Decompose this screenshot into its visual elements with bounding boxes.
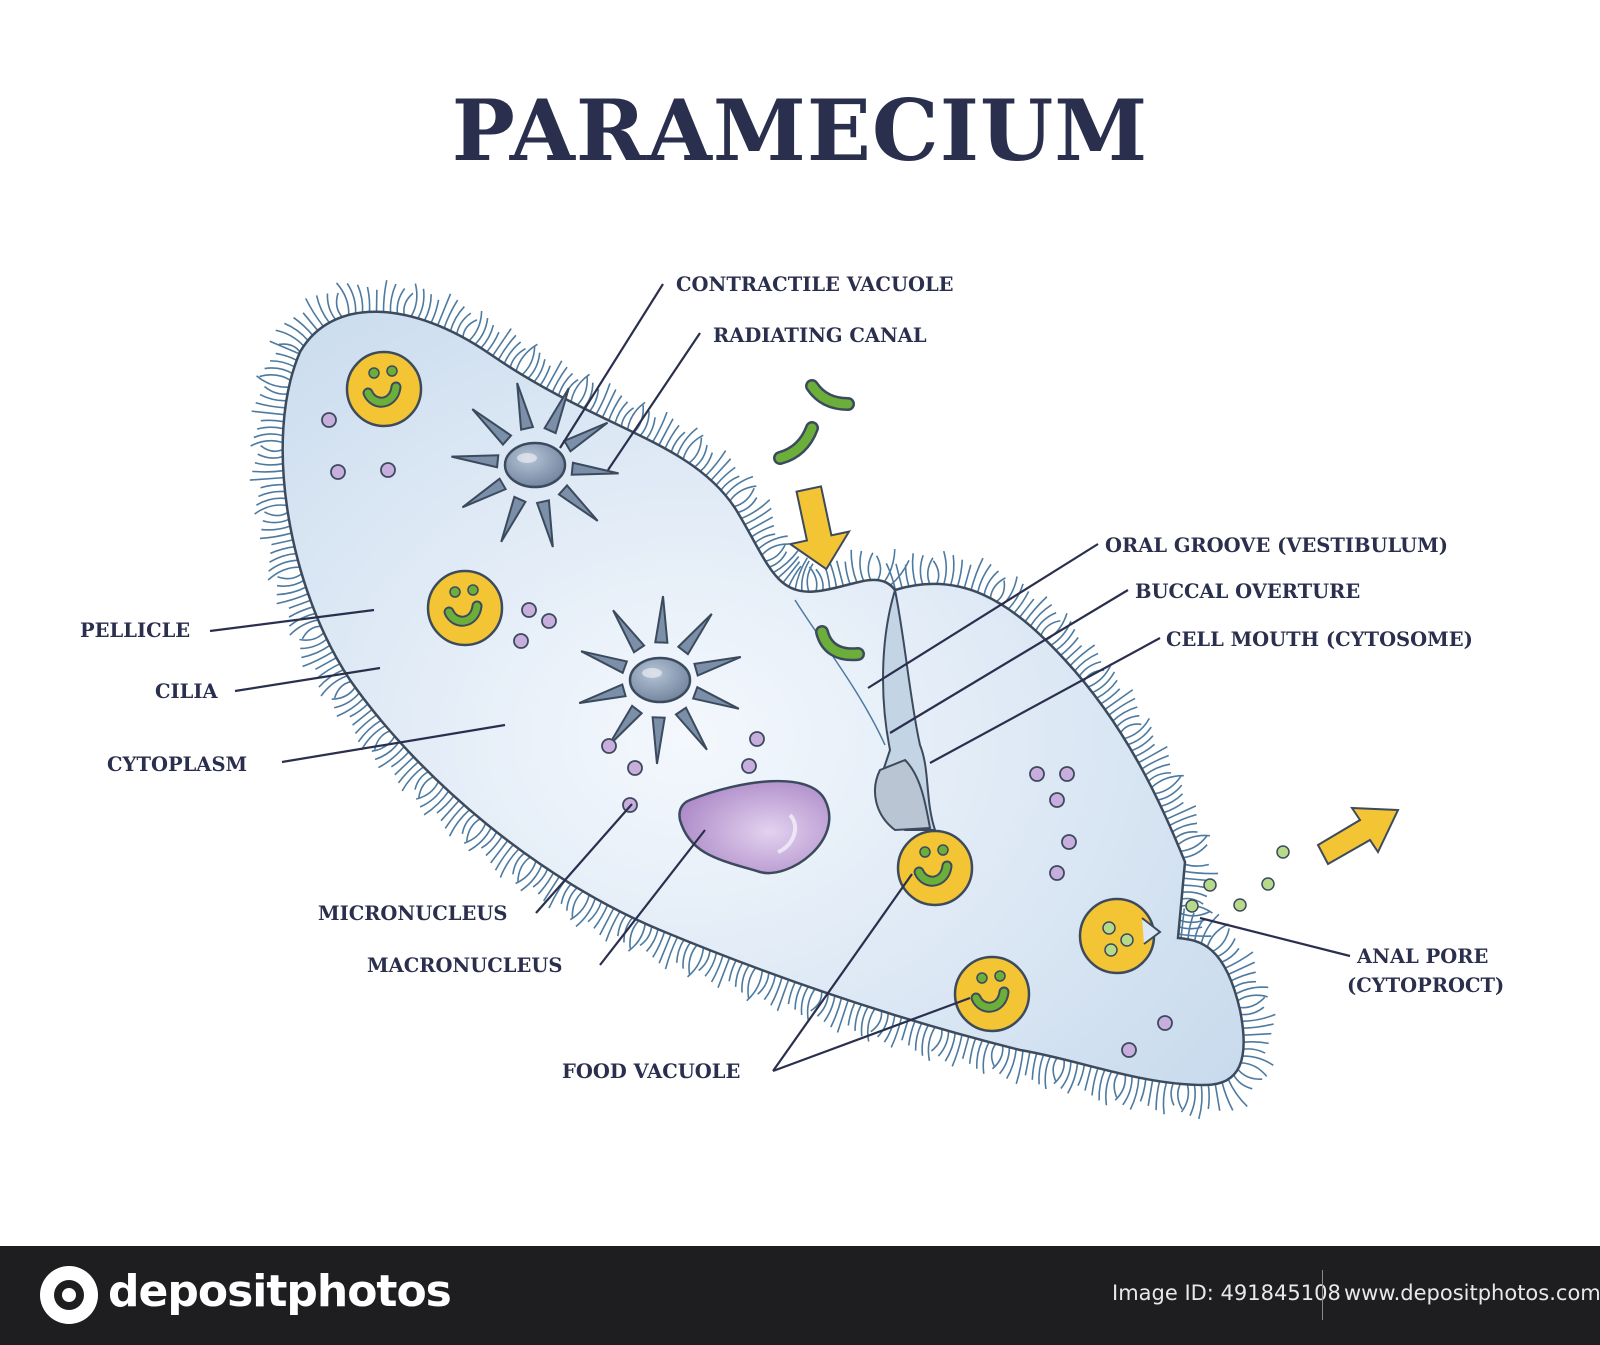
footer-bar: depositphotos Image ID: 491845108 www.de… xyxy=(0,1246,1600,1345)
label-cilia: CILIA xyxy=(155,680,218,703)
cell-mouth-channel xyxy=(874,758,932,832)
cytoplasm-granules xyxy=(321,412,1173,1058)
contractile-vacuole-top xyxy=(451,382,619,548)
arrow-down-right-icon xyxy=(787,485,852,571)
food-vacuoles xyxy=(345,350,1162,1033)
label-radiating-canal: RADIATING CANAL xyxy=(713,324,927,347)
label-anal-pore: ANAL PORE xyxy=(1356,945,1488,968)
label-food-vacuole: FOOD VACUOLE xyxy=(562,1060,740,1083)
diagram-title: PARAMECIUM xyxy=(452,81,1149,180)
oral-groove-cilia xyxy=(794,599,886,746)
footer-divider xyxy=(1322,1270,1323,1320)
label-buccal-overture: BUCCAL OVERTURE xyxy=(1135,580,1360,603)
brand-name: depositphotos xyxy=(108,1266,452,1317)
label-contractile-vacuole: CONTRACTILE VACUOLE xyxy=(676,273,954,296)
macronucleus xyxy=(678,779,831,875)
expelled-particles xyxy=(1185,845,1290,913)
cilia-fringe xyxy=(249,279,1276,1120)
leader-lines xyxy=(209,283,1351,1073)
label-cytoplasm: CYTOPLASM xyxy=(107,753,247,776)
depositphotos-logo-icon xyxy=(40,1266,98,1324)
label-anal-pore-cytoproct: (CYTOPROCT) xyxy=(1347,974,1504,997)
image-id: Image ID: 491845108 xyxy=(1112,1281,1341,1305)
contractile-vacuole-bottom xyxy=(578,595,742,765)
label-micronucleus: MICRONUCLEUS xyxy=(318,902,507,925)
label-cell-mouth: CELL MOUTH (CYTOSOME) xyxy=(1166,628,1473,651)
label-pellicle: PELLICLE xyxy=(80,619,190,642)
paramecium-diagram: PARAMECIUM xyxy=(80,81,1504,1120)
label-macronucleus: MACRONUCLEUS xyxy=(367,954,562,977)
site-url[interactable]: www.depositphotos.com xyxy=(1344,1281,1600,1305)
arrow-up-right-icon xyxy=(1316,806,1400,866)
macronucleus-highlight xyxy=(777,813,798,854)
label-oral-groove: ORAL GROOVE (VESTIBULUM) xyxy=(1105,534,1448,557)
incoming-bacteria xyxy=(773,379,865,662)
